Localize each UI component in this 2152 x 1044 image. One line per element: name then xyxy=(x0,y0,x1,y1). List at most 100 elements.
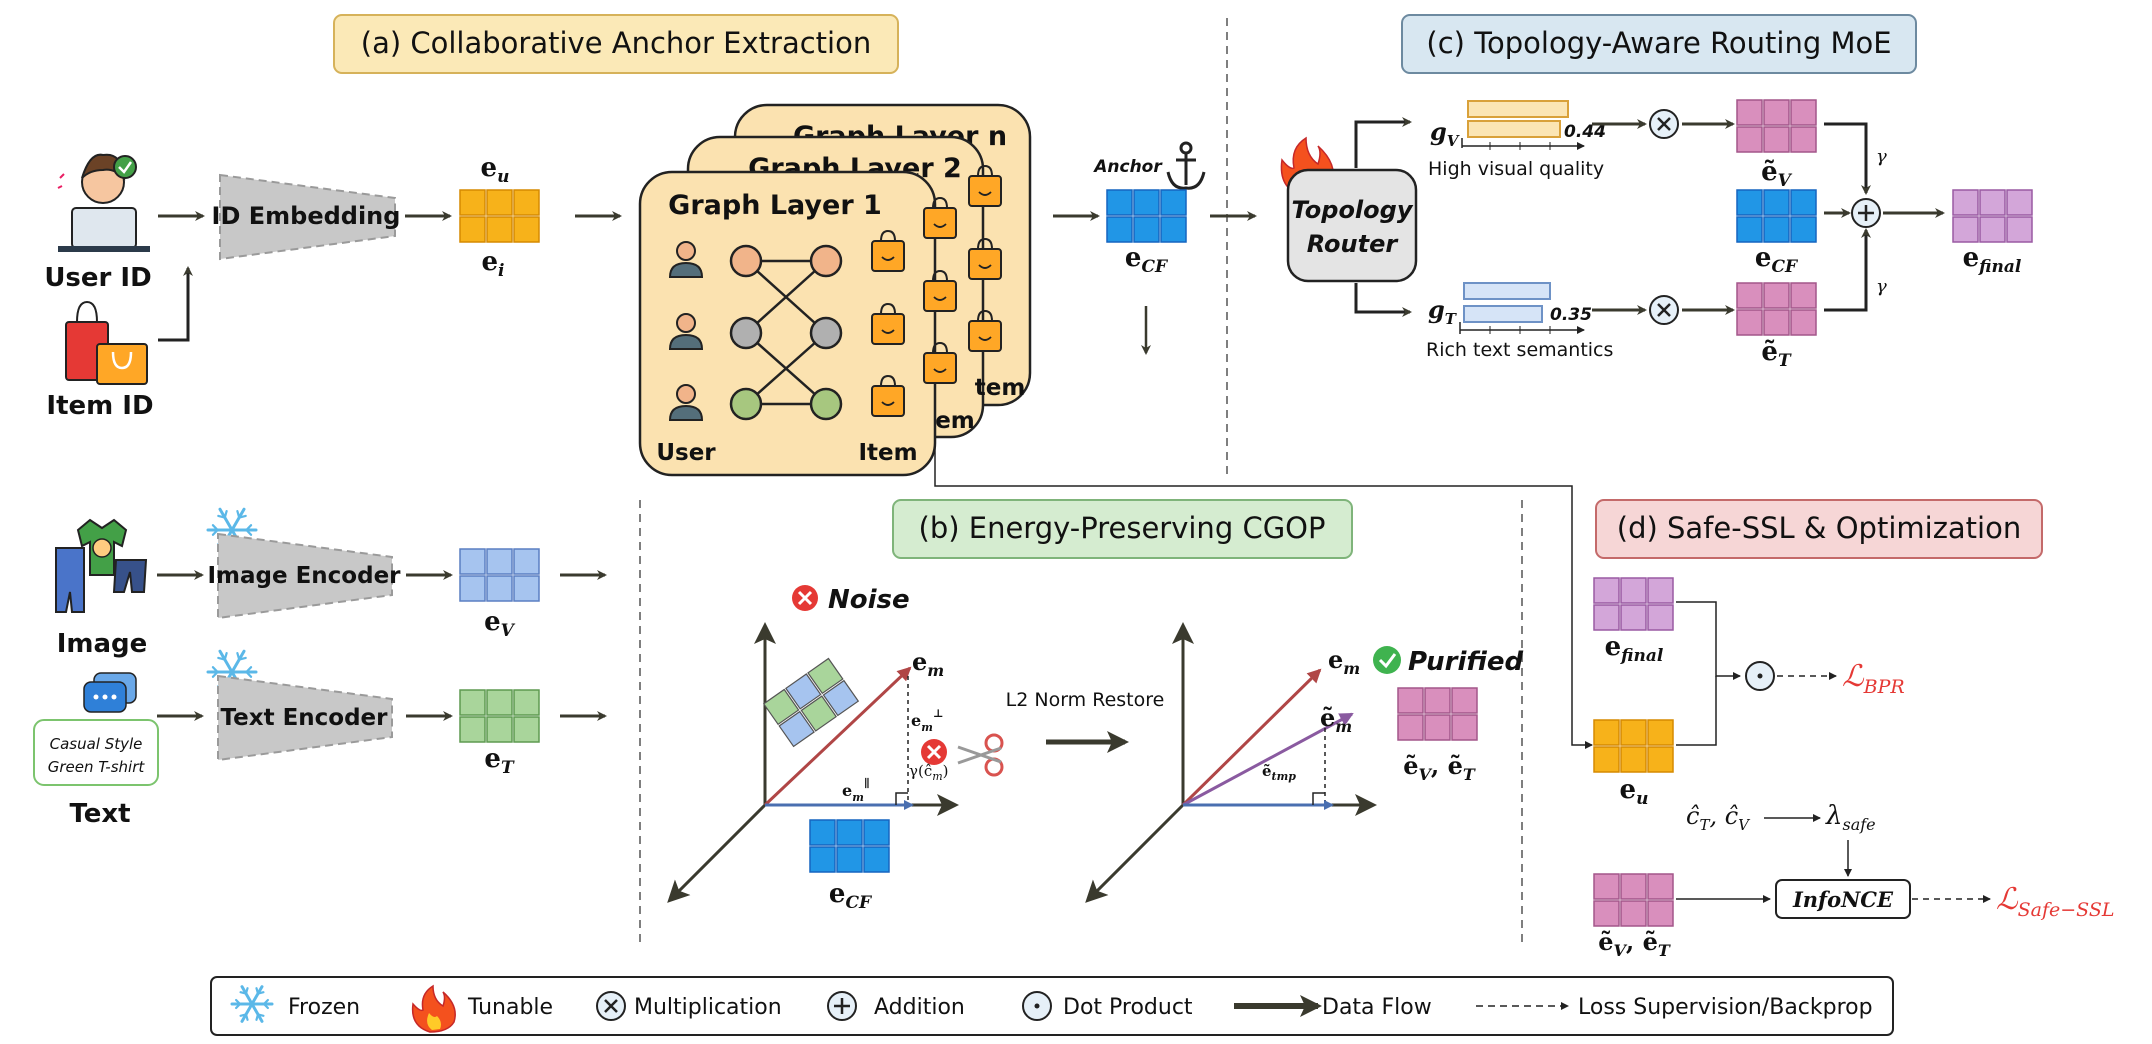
et-m-label: ẽm xyxy=(1320,703,1352,736)
shopping-bag-icon xyxy=(978,264,992,269)
eu-label-d: eu xyxy=(1620,775,1649,809)
embedding-cell xyxy=(513,189,540,216)
embedding-cell xyxy=(459,548,486,575)
embedding-cell xyxy=(2006,216,2033,243)
lambda-label: λsafe xyxy=(1825,801,1876,834)
embedding-cell xyxy=(1736,282,1763,309)
et-m-vector xyxy=(1182,712,1354,807)
embedding-cell xyxy=(1952,189,1979,216)
et-pair-label-d: ẽV, ẽT xyxy=(1598,927,1671,960)
embedding-cell xyxy=(1451,687,1478,714)
ett-to-add-arrow xyxy=(1824,228,1871,312)
purified-label: Purified xyxy=(1408,647,1523,677)
ecf-grid-b xyxy=(809,819,890,873)
embedding-cell xyxy=(486,716,513,743)
user-icon xyxy=(668,261,704,278)
gv-value: 0.44 xyxy=(1564,122,1606,142)
eu-to-dot-arrow xyxy=(1676,676,1717,746)
svg-text:Graph Layer 1: Graph Layer 1 xyxy=(668,190,882,221)
embedding-cell xyxy=(1736,309,1763,336)
add-icon xyxy=(1851,198,1881,228)
dot-product-icon xyxy=(1022,991,1052,1021)
embedding-cell xyxy=(459,689,486,716)
gamma-cm-label: γ(ĉm) xyxy=(909,762,949,783)
user-icon xyxy=(676,313,696,333)
embedding-cell xyxy=(785,673,822,710)
embedding-cell xyxy=(486,575,513,602)
text-note: Casual Style Green T-shirt xyxy=(33,719,159,786)
g-v-label: gV xyxy=(1430,117,1460,150)
gt-value: 0.35 xyxy=(1550,305,1592,325)
remove-icon xyxy=(921,739,947,765)
section-c-title: (c) Topology-Aware Routing MoE xyxy=(1401,14,1917,74)
shopping-bag-icon xyxy=(932,269,948,282)
infonce-box: InfoNCE xyxy=(1775,879,1911,919)
graph-layer-1-card: Graph Layer 1 User Item xyxy=(638,170,937,477)
e-perp-label: em⊥ xyxy=(911,707,943,734)
section-b-title: (b) Energy-Preserving CGOP xyxy=(892,499,1353,559)
embedding-cell xyxy=(863,846,890,873)
chat-icon xyxy=(83,672,137,713)
graph-node xyxy=(809,316,843,350)
embedding-cell xyxy=(778,710,815,748)
embedding-cell xyxy=(459,575,486,602)
svg-text:Topology: Topology xyxy=(1292,196,1414,224)
embedding-cell xyxy=(1451,714,1478,741)
text-label: Text xyxy=(69,799,130,829)
shopping-bag-icon xyxy=(932,341,948,354)
graph-node xyxy=(729,244,763,278)
embedding-cell xyxy=(1647,873,1674,900)
embedding-cell xyxy=(809,819,836,846)
multiply-icon xyxy=(1649,295,1679,325)
et-pair-grid-d xyxy=(1593,873,1674,927)
scissors-icon xyxy=(957,733,1004,777)
e-u-label: eu xyxy=(481,153,510,187)
user-id-label: User ID xyxy=(44,263,151,293)
embedding-cell xyxy=(762,688,800,726)
e-m-vector-right xyxy=(1181,668,1322,807)
multiply-icon xyxy=(1649,109,1679,139)
embedding-cell xyxy=(1647,900,1674,927)
shopping-bag-icon xyxy=(978,191,992,196)
l2-norm-restore-label: L2 Norm Restore xyxy=(1006,689,1165,711)
embedding-cell xyxy=(486,689,513,716)
id-embedding-block: ID Embedding xyxy=(212,173,400,261)
graph-node xyxy=(809,244,843,278)
embedding-cell xyxy=(1106,189,1133,216)
embedding-cell xyxy=(1647,604,1674,631)
gv-note: High visual quality xyxy=(1428,158,1604,180)
embedding-cell xyxy=(1424,687,1451,714)
ev-grid xyxy=(459,548,540,602)
graph-node xyxy=(729,387,763,421)
et-pair-grid-b xyxy=(1397,687,1478,741)
svg-text:(a) Collaborative Anchor Extra: (a) Collaborative Anchor Extraction xyxy=(361,26,871,60)
embedding-cell xyxy=(1736,189,1763,216)
embedding-cell xyxy=(1593,873,1620,900)
noise-label: Noise xyxy=(828,585,910,615)
router-to-gv-arrow xyxy=(1354,117,1412,168)
embedding-cell xyxy=(513,548,540,575)
embedding-cell xyxy=(1790,99,1817,126)
item-id-label: Item ID xyxy=(46,391,153,421)
embedding-cell xyxy=(513,716,540,743)
embedding-cell xyxy=(822,679,860,717)
user-icon xyxy=(668,333,704,350)
layer-n-item-label: tem xyxy=(975,375,1026,401)
gamma-bottom: γ xyxy=(1876,276,1887,297)
embedding-cell xyxy=(1763,189,1790,216)
shopping-bag-icon xyxy=(871,313,905,345)
c-hat-label: ĉT, ĉV xyxy=(1686,802,1751,834)
image-label: Image xyxy=(57,629,148,659)
shopping-bag-icon xyxy=(880,374,896,387)
user-icon xyxy=(676,384,696,404)
ev-label: eV xyxy=(484,607,516,641)
embedding-cell xyxy=(1763,282,1790,309)
shopping-bag-icon xyxy=(932,196,948,209)
embedding-cell xyxy=(1979,189,2006,216)
embedding-cell xyxy=(1593,746,1620,773)
embedding-cell xyxy=(836,846,863,873)
legend-multiplication: Multiplication xyxy=(634,995,782,1020)
svg-text:(c) Topology-Aware Routing MoE: (c) Topology-Aware Routing MoE xyxy=(1426,26,1891,60)
svg-text:Image Encoder: Image Encoder xyxy=(207,563,401,589)
section-d-title: (d) Safe-SSL & Optimization xyxy=(1595,499,2043,559)
